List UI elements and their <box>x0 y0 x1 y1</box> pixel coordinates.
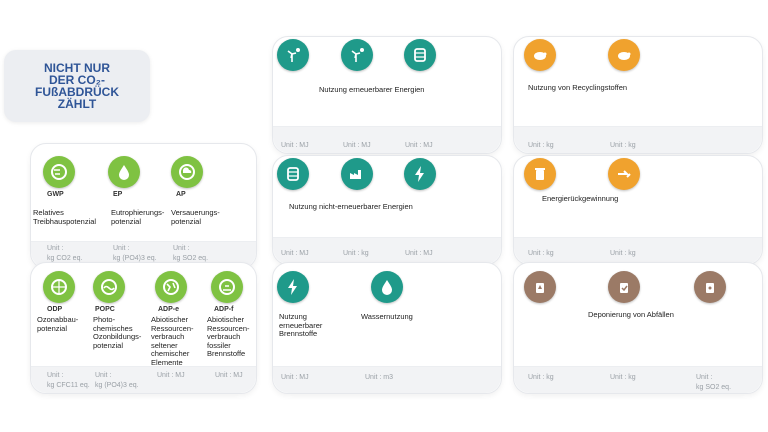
lightning-icon <box>404 158 436 190</box>
globe-co2-icon <box>43 156 75 188</box>
unit-1: Unit : MJ <box>281 374 309 381</box>
left-bottom-panel: ODP POPC ADP-e ADP-f Ozonabbau- potenzia… <box>30 262 257 394</box>
title-badge: NICHT NUR DER CO₂- FUßABDRÜCK ZÄHLT <box>4 50 150 122</box>
unit-strip <box>514 237 762 264</box>
code-ap: AP <box>176 191 186 198</box>
left-top-panel: GWP EP AP Relatives Treibhauspotenzial E… <box>30 143 257 269</box>
unit-strip <box>273 237 501 264</box>
desc-adp-f: Abiotischer Ressourcen- verbrauch fossil… <box>207 315 250 358</box>
code-popc: POPC <box>95 306 115 313</box>
unit-1: Unit : kg <box>528 250 554 257</box>
unit-popc: Unit : kg (PO4)3 eq. <box>95 372 139 389</box>
desc-gwp: Relatives Treibhauspotenzial <box>33 208 97 226</box>
unit-2: Unit : MJ <box>343 142 371 149</box>
unit-2: Unit : kg <box>610 374 636 381</box>
desc-adp-e: Abiotischer Ressourcen- verbrauch selten… <box>151 315 194 367</box>
unit-gwp: Unit : kg CO2 eq. <box>47 245 83 262</box>
desc-odp: Ozonabbau- potenzial <box>37 315 79 333</box>
mid-middle-panel: Nutzung nicht-erneuerbarer Energien Unit… <box>272 155 502 265</box>
unit-3: Unit : MJ <box>405 142 433 149</box>
code-gwp: GWP <box>47 191 64 198</box>
unit-adp-e: Unit : MJ <box>157 372 185 379</box>
panel-title: Nutzung von Recyclingstoffen <box>528 83 628 92</box>
right-middle-panel: Energierückgewinnung Unit : kg Unit : kg <box>513 155 763 265</box>
unit-strip <box>273 126 501 153</box>
label-water-use: Wassernutzung <box>361 312 413 321</box>
unit-2: Unit : m3 <box>365 374 394 381</box>
unit-strip <box>514 366 762 393</box>
desc-ap: Versauerungs- potenzial <box>171 208 220 226</box>
droplet-icon <box>108 156 140 188</box>
unit-odp: Unit : kg CFC11 eq. <box>47 372 90 389</box>
recycle-piggy-icon <box>608 39 640 71</box>
check-bin-icon <box>608 271 640 303</box>
mid-top-panel: Nutzung erneuerbarer Energien Unit : MJ … <box>272 36 502 154</box>
unit-ap: Unit : kg SO2 eq. <box>173 245 209 262</box>
recycle-bin-icon <box>524 158 556 190</box>
unit-1: Unit : kg <box>528 374 554 381</box>
factory-icon <box>341 158 373 190</box>
unit-1: Unit : MJ <box>281 142 309 149</box>
code-odp: ODP <box>47 306 63 313</box>
unit-2: Unit : kg <box>610 250 636 257</box>
wind-sun-icon <box>277 39 309 71</box>
title-text: NICHT NUR DER CO₂- FUßABDRÜCK ZÄHLT <box>35 61 119 111</box>
unit-2: Unit : kg <box>343 250 369 257</box>
wind-sun-icon <box>341 39 373 71</box>
desc-popc: Photo- chemisches Ozonbildungs- potenzia… <box>93 315 142 350</box>
ozone-globe-icon <box>43 271 75 303</box>
smog-icon <box>93 271 125 303</box>
barrel-icon <box>404 39 436 71</box>
panel-title: Nutzung erneuerbarer Energien <box>319 85 425 94</box>
mid-bottom-panel: Nutzung erneuerbarer Brennstoffe Wassern… <box>272 262 502 394</box>
code-ep: EP <box>113 191 123 198</box>
code-adp-e: ADP-e <box>158 306 180 313</box>
globe-elements-icon <box>155 271 187 303</box>
unit-1: Unit : kg <box>528 142 554 149</box>
globe-fossil-icon <box>211 271 243 303</box>
unit-strip <box>31 366 256 393</box>
water-drop-icon <box>371 271 403 303</box>
unit-1: Unit : MJ <box>281 250 309 257</box>
unit-2: Unit : kg <box>610 142 636 149</box>
panel-title: Nutzung nicht-erneuerbarer Energien <box>289 202 413 211</box>
lightning-icon <box>277 271 309 303</box>
acid-cloud-icon <box>171 156 203 188</box>
hazard-bin-icon <box>524 271 556 303</box>
unit-3: Unit : kg SO2 eq. <box>696 374 732 391</box>
unit-ep: Unit : kg (PO4)3 eq. <box>113 245 157 262</box>
right-top-panel: Nutzung von Recyclingstoffen Unit : kg U… <box>513 36 763 154</box>
desc-ep: Eutrophierungs- potenzial <box>111 208 165 226</box>
barrel-icon <box>277 158 309 190</box>
panel-title: Energierückgewinnung <box>542 194 619 203</box>
unit-adp-f: Unit : MJ <box>215 372 243 379</box>
unit-strip <box>273 366 501 393</box>
label-renewable-fuels: Nutzung erneuerbarer Brennstoffe <box>279 312 323 338</box>
panel-title: Deponierung von Abfällen <box>588 310 674 319</box>
right-bottom-panel: Deponierung von Abfällen Unit : kg Unit … <box>513 262 763 394</box>
unit-strip <box>514 126 762 153</box>
code-adp-f: ADP-f <box>214 306 234 313</box>
radioactive-bin-icon <box>694 271 726 303</box>
unit-3: Unit : MJ <box>405 250 433 257</box>
recycle-piggy-icon <box>524 39 556 71</box>
arrow-recycle-icon <box>608 158 640 190</box>
